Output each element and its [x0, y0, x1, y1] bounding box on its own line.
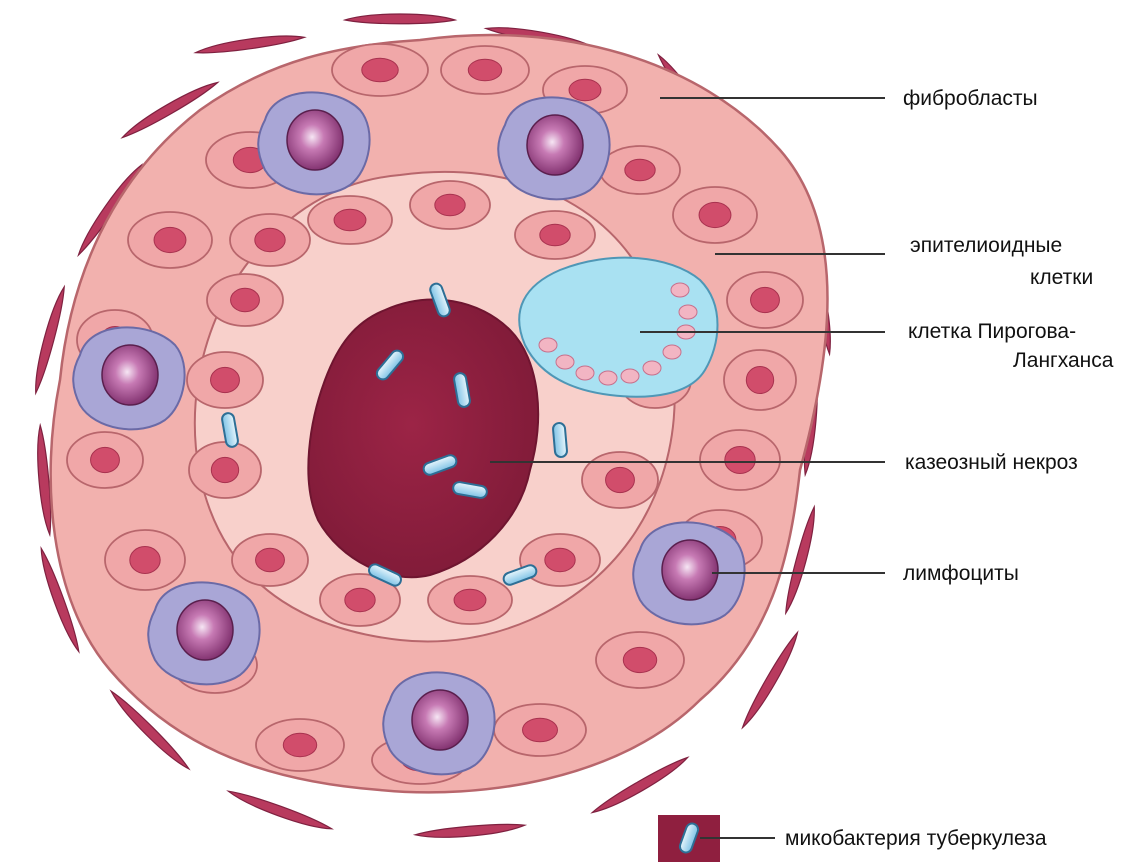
label-lymphocytes: лимфоциты [903, 562, 1019, 585]
legend-mycobacterium: микобактерия туберкулеза [658, 815, 1047, 862]
label-fibroblasts: фибробласты [903, 87, 1038, 110]
epithelioid-cell-icon [410, 181, 490, 229]
mycobacterium-icon [553, 423, 568, 458]
epithelioid-cell-icon [232, 534, 308, 586]
epithelioid-cell-icon [600, 146, 680, 194]
fibroblast-icon [226, 788, 333, 835]
epithelioid-cell-icon [105, 530, 185, 590]
lymphocyte-icon [383, 672, 494, 774]
label-langhans-1: клетка Пирогова- [908, 320, 1076, 343]
epithelioid-cell-icon [441, 46, 529, 94]
lymphocyte-icon [498, 97, 609, 199]
epithelioid-cell-icon [700, 430, 780, 490]
label-epithelioid-2: клетки [1030, 266, 1093, 289]
epithelioid-cell-icon [724, 350, 796, 410]
label-necrosis: казеозный некроз [905, 451, 1078, 474]
fibroblast-icon [195, 31, 305, 56]
epithelioid-cell-icon [596, 632, 684, 688]
epithelioid-cell-icon [332, 44, 428, 96]
epithelioid-cell-icon [515, 211, 595, 259]
label-langhans-2: Лангханса [1013, 349, 1114, 372]
fibroblast-icon [415, 821, 525, 840]
label-epithelioid-1: эпителиоидные [910, 234, 1062, 257]
epithelioid-cell-icon [520, 534, 600, 586]
fibroblast-icon [345, 14, 455, 24]
epithelioid-cell-icon [207, 274, 283, 326]
epithelioid-cell-icon [128, 212, 212, 268]
lymphocyte-icon [258, 92, 369, 194]
label-mycobacterium: микобактерия туберкулеза [785, 827, 1047, 850]
epithelioid-cell-icon [582, 452, 658, 508]
epithelioid-cell-icon [673, 187, 757, 243]
epithelioid-cell-icon [189, 442, 261, 498]
epithelioid-cell-icon [494, 704, 586, 756]
epithelioid-cell-icon [727, 272, 803, 328]
lymphocyte-icon [148, 582, 259, 684]
epithelioid-cell-icon [230, 214, 310, 266]
epithelioid-cell-icon [308, 196, 392, 244]
epithelioid-cell-icon [67, 432, 143, 488]
epithelioid-cell-icon [187, 352, 263, 408]
epithelioid-cell-icon [256, 719, 344, 771]
epithelioid-cell-icon [428, 576, 512, 624]
fibroblast-icon [590, 754, 690, 817]
lymphocyte-icon [73, 327, 184, 429]
